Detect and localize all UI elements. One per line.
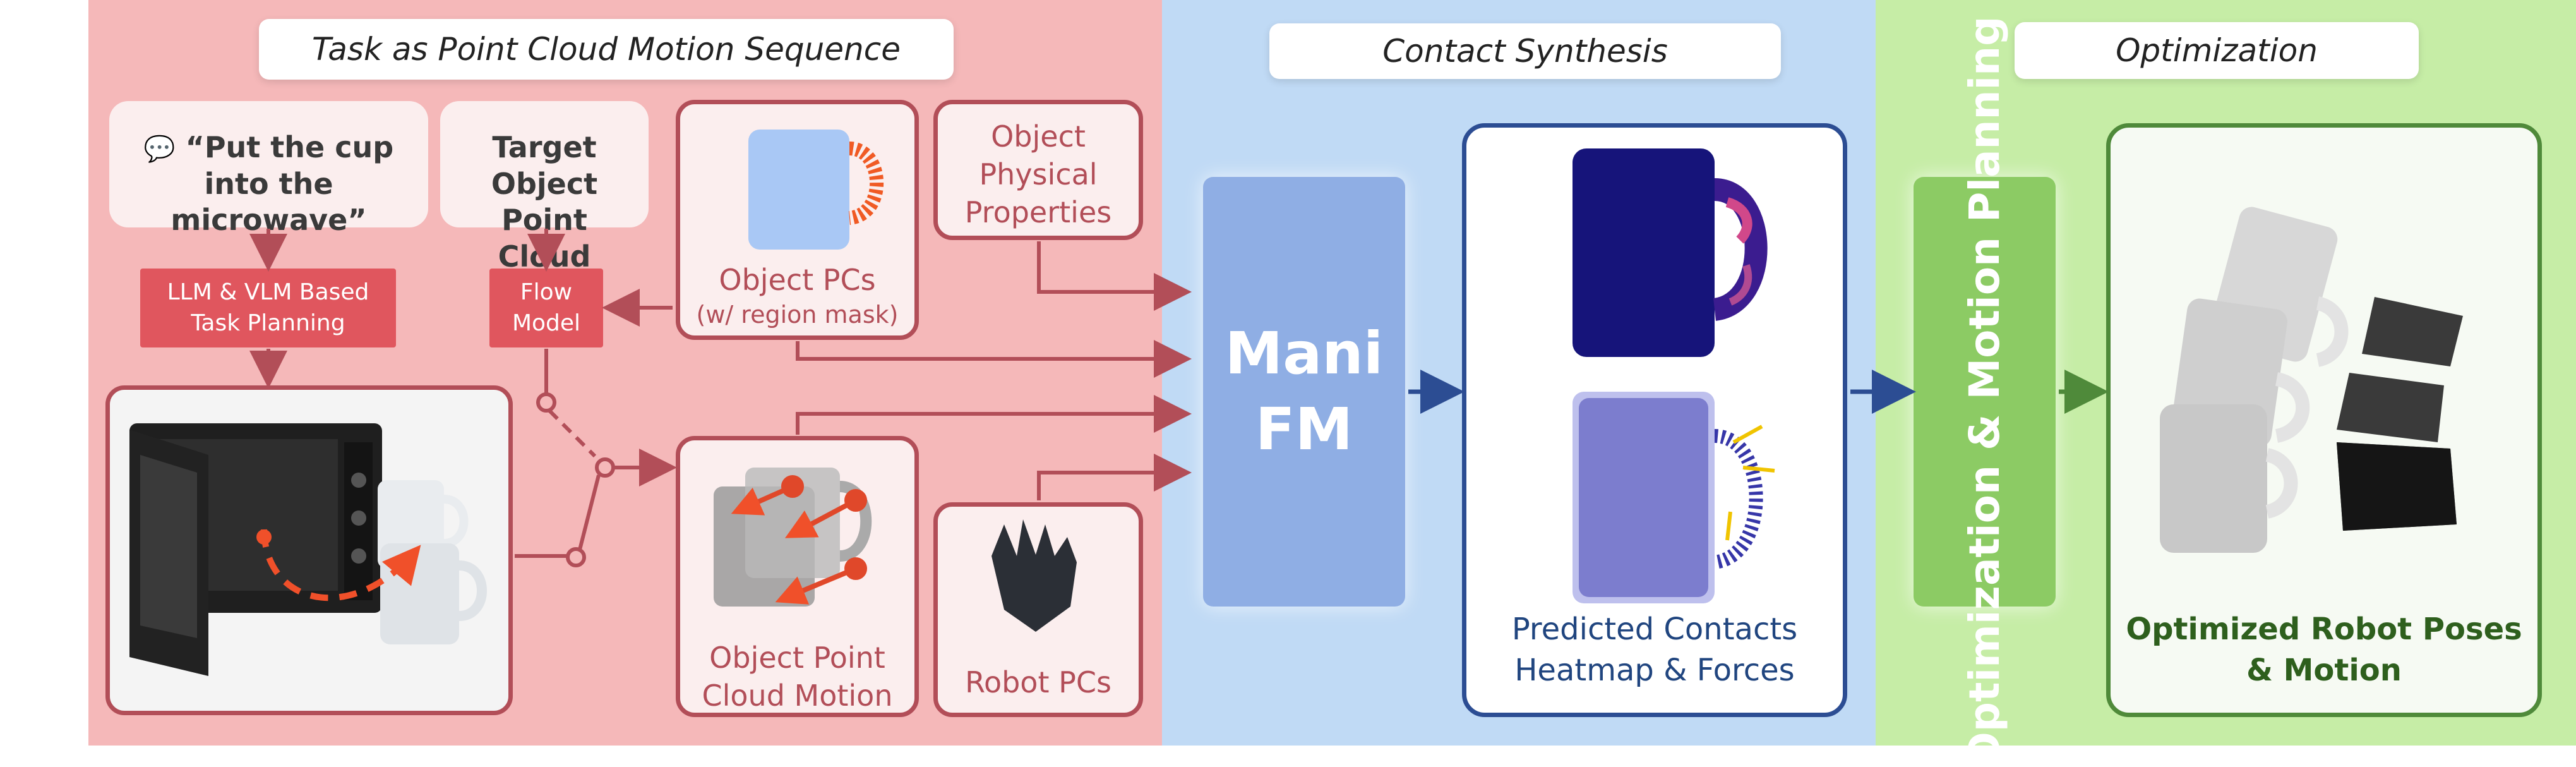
object-pcs-mug-illustration (748, 130, 884, 250)
optimized-result-label: Optimized Robot Poses & Motion (2126, 612, 2522, 689)
pc-motion-label: Object Point Cloud Motion (702, 641, 893, 713)
robot-hand-illustration (991, 519, 1077, 632)
section-title-optimization: Optimization (2015, 22, 2419, 79)
manifm-line1: Mani (1225, 320, 1384, 388)
manifm-line2: FM (1255, 396, 1353, 463)
llm-vlm-planning-box: LLM & VLM Based Task Planning (140, 269, 396, 347)
optimized-result-illustration (2160, 207, 2463, 553)
motion-trajectory (261, 529, 421, 601)
region-mask-label: (w/ region mask) (696, 301, 899, 329)
section-title-task: Task as Point Cloud Motion Sequence (259, 19, 954, 80)
contact-heatmap-label: Predicted Contacts Heatmap & Forces (1511, 612, 1798, 689)
contact-heatmap-mug (1573, 148, 1768, 357)
object-pcs-label: Object PCs (719, 263, 876, 297)
target-cloud-card: Target Object Point Cloud (440, 101, 649, 274)
speech-bubble-icon: 💬 (143, 135, 176, 164)
pc-motion-illustration (714, 468, 872, 607)
flow-model-box: Flow Model (489, 269, 603, 347)
microwave-illustration (129, 423, 382, 676)
physical-properties-card: Object Physical Properties (933, 100, 1143, 240)
task-arrows (249, 229, 1192, 558)
physical-properties-label: Object Physical Properties (964, 119, 1112, 229)
manifm-box: Mani FM (1203, 177, 1405, 607)
mug-illustrations (378, 480, 487, 644)
robot-pcs-label: Robot PCs (965, 665, 1111, 699)
section-title-contact: Contact Synthesis (1269, 23, 1781, 79)
optimization-planning-box: Optimization & Motion Planning (1914, 16, 2056, 767)
contact-forces-mug (1573, 392, 1775, 603)
